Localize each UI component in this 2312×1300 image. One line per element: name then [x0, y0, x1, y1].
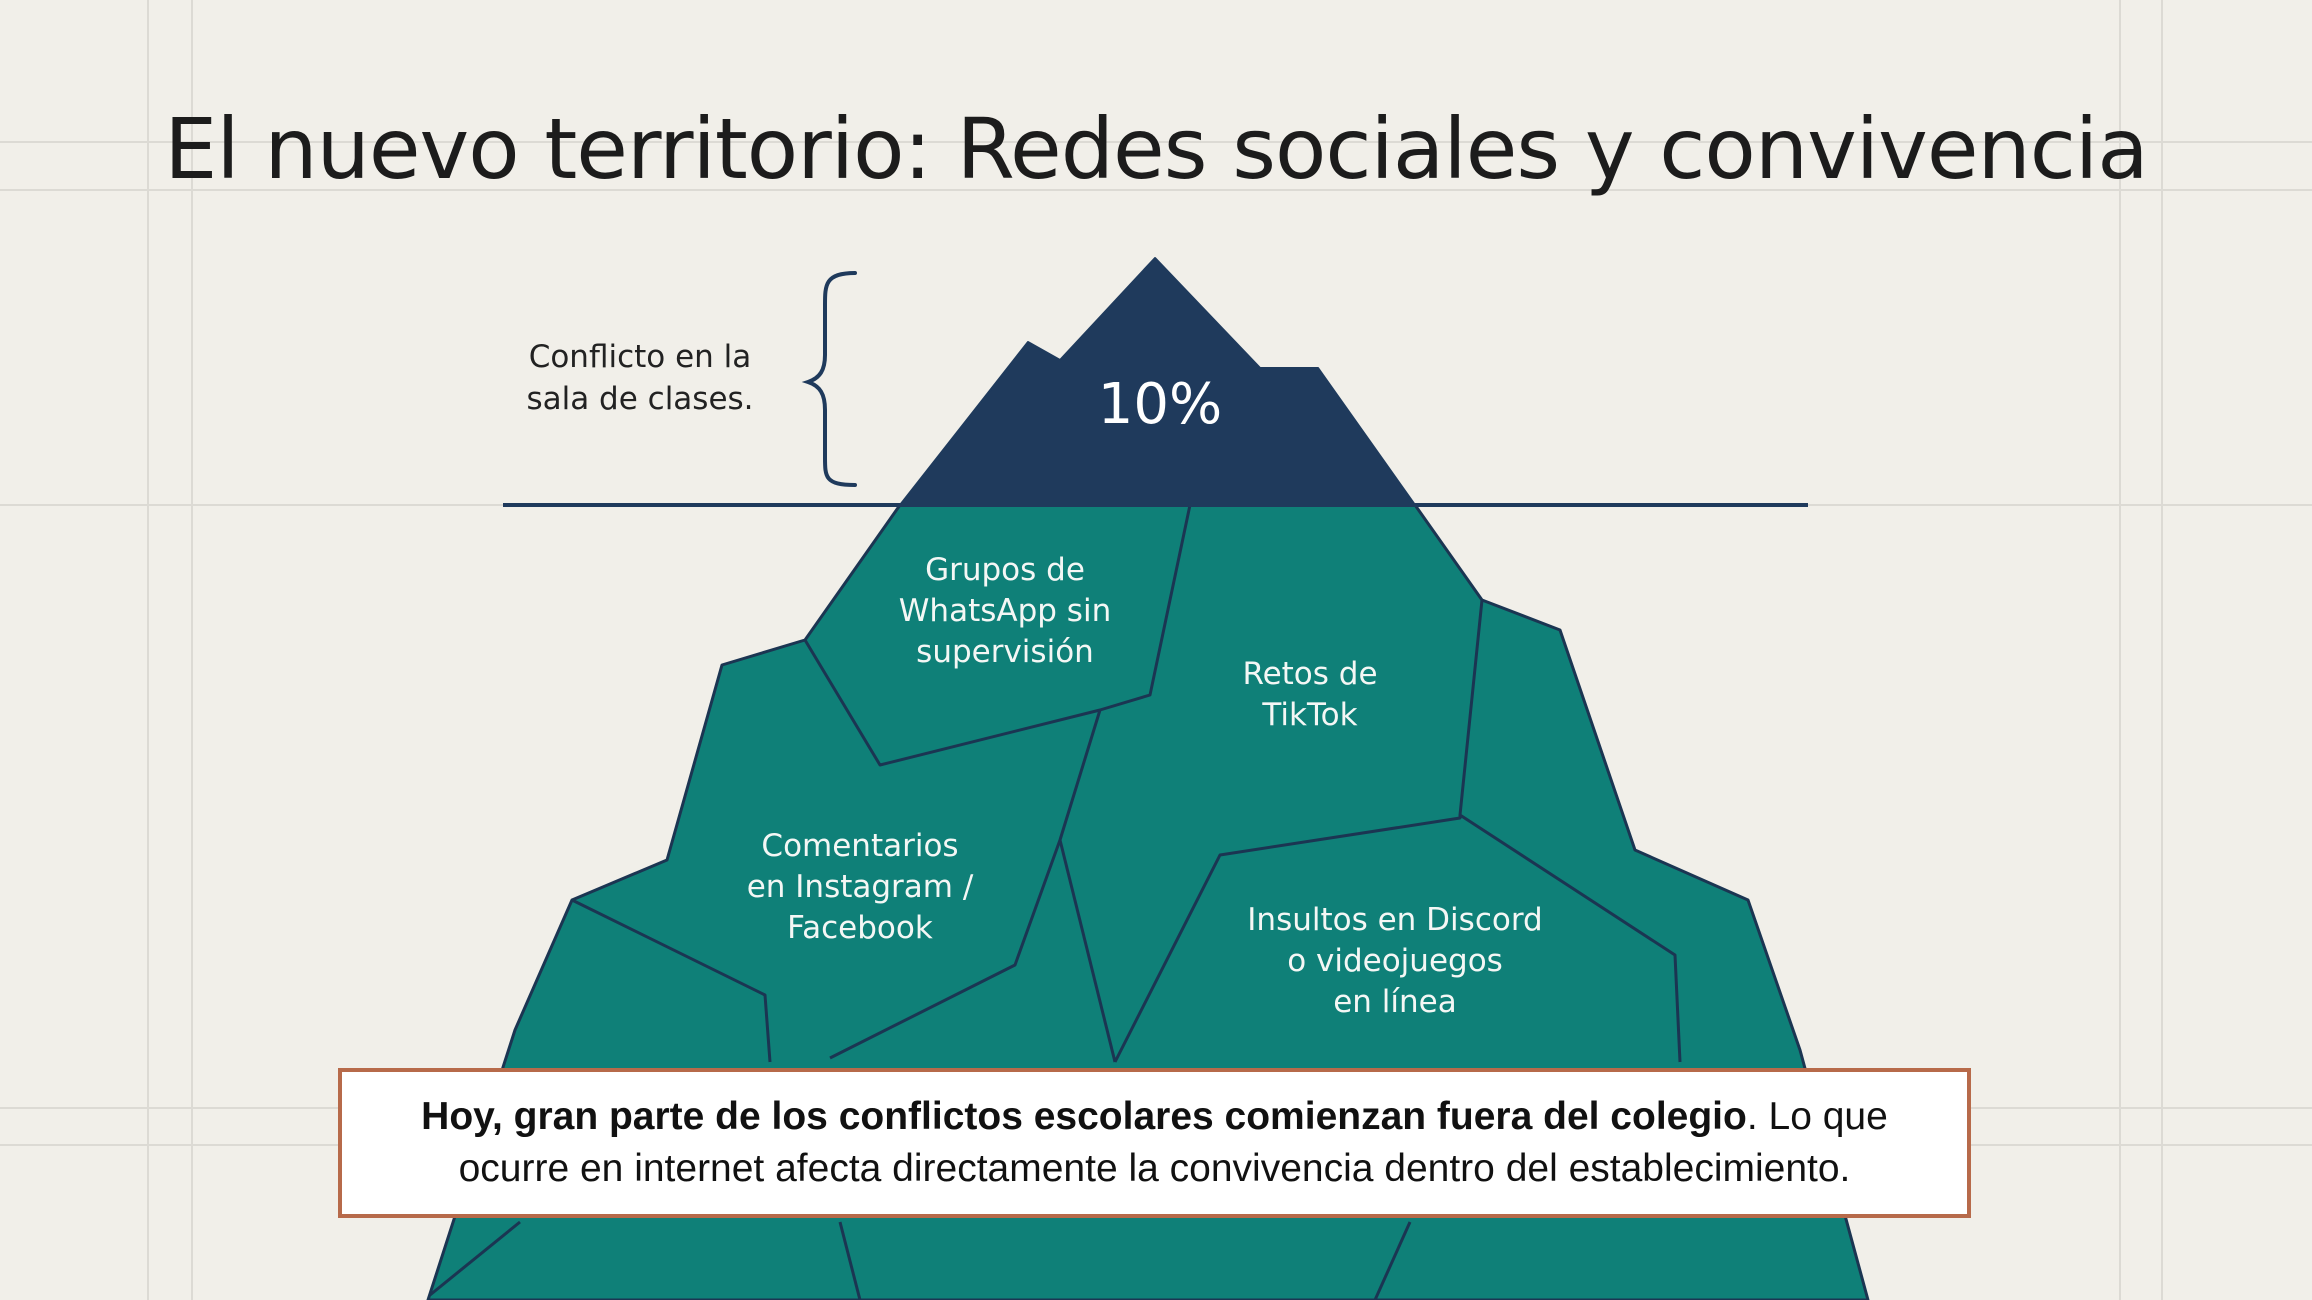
segment-line: Comentarios	[761, 828, 959, 864]
segment-label-discord: Insultos en Discord o videojuegos en lín…	[1210, 900, 1580, 1023]
callout-rest-2: ocurre en internet afecta directamente l…	[458, 1147, 1851, 1190]
segment-line: Facebook	[787, 910, 933, 946]
callout-rest-1: . Lo que	[1746, 1095, 1888, 1138]
segment-line: TikTok	[1262, 697, 1358, 733]
annotation-line-1: Conflicto en la	[528, 339, 752, 375]
callout-bold: Hoy, gran parte de los conflictos escola…	[421, 1095, 1747, 1138]
segment-label-tiktok: Retos de TikTok	[1160, 654, 1460, 736]
segment-line: Retos de	[1242, 656, 1378, 692]
segment-line: WhatsApp sin	[898, 593, 1112, 629]
segment-line: Insultos en Discord	[1247, 902, 1543, 938]
segment-label-instagram: Comentarios en Instagram / Facebook	[700, 826, 1020, 949]
callout-box: Hoy, gran parte de los conflictos escola…	[338, 1068, 1971, 1218]
callout-text: Hoy, gran parte de los conflictos escola…	[401, 1091, 1908, 1195]
segment-line: supervisión	[916, 634, 1094, 670]
segment-line: en línea	[1333, 984, 1457, 1020]
segment-label-whatsapp: Grupos de WhatsApp sin supervisión	[850, 550, 1160, 673]
tip-annotation: Conflicto en la sala de clases.	[480, 336, 800, 420]
segment-line: Grupos de	[925, 552, 1085, 588]
annotation-line-2: sala de clases.	[526, 381, 754, 417]
segment-line: o videojuegos	[1287, 943, 1503, 979]
segment-line: en Instagram /	[746, 869, 974, 905]
tip-percentage: 10%	[1097, 372, 1223, 437]
iceberg-seams	[429, 504, 1682, 1300]
iceberg-tip	[899, 257, 1416, 506]
page-title: El nuevo territorio: Redes sociales y co…	[164, 100, 2149, 198]
curly-brace	[801, 271, 857, 487]
